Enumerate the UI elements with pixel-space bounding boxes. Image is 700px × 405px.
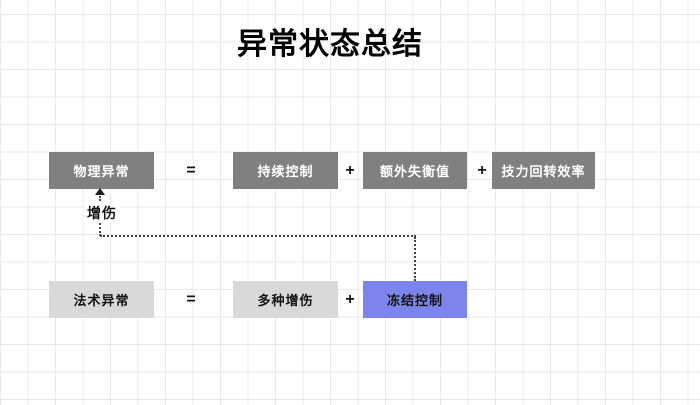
arrow-up-icon (95, 188, 105, 195)
damage-buff-label: 增伤 (84, 203, 120, 223)
box-skill-recovery-efficiency[interactable]: 技力回转效率 (492, 152, 595, 189)
equals-sign: = (186, 161, 196, 179)
box-multi-damage-buff[interactable]: 多种增伤 (233, 281, 338, 318)
box-physical-abnormal[interactable]: 物理异常 (49, 152, 154, 189)
plus-sign: + (345, 290, 355, 308)
box-freeze-control[interactable]: 冻结控制 (363, 281, 467, 318)
box-sustained-control[interactable]: 持续控制 (233, 152, 338, 189)
box-extra-stagger-value[interactable]: 额外失衡值 (363, 152, 467, 189)
connector-line-horizontal (100, 235, 416, 237)
page-title: 异常状态总结 (237, 28, 423, 61)
connector-line-vertical-bottom (414, 237, 416, 281)
plus-sign: + (477, 161, 487, 179)
box-magic-abnormal[interactable]: 法术异常 (49, 281, 154, 318)
equals-sign: = (186, 290, 196, 308)
plus-sign: + (345, 161, 355, 179)
